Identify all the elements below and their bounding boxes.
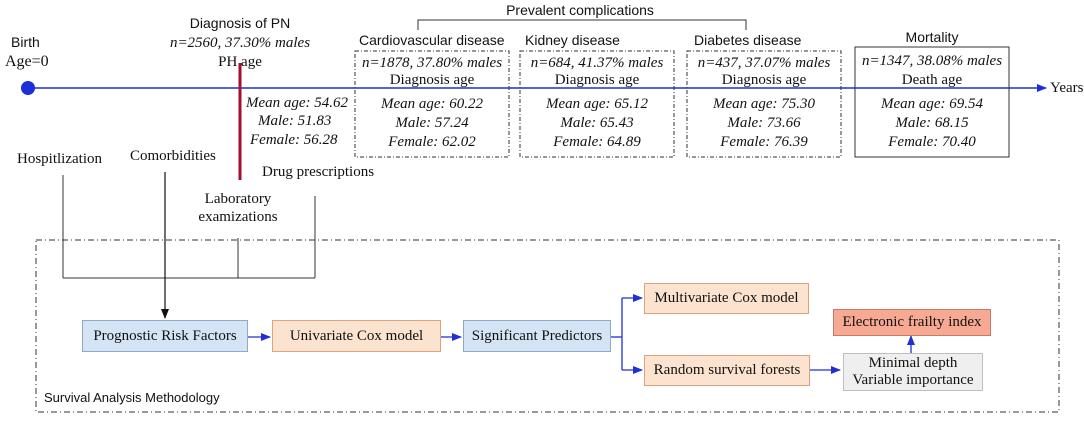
comorbidities-label: Comorbidities xyxy=(130,148,216,164)
kidney-female: Female: 64.89 xyxy=(553,134,641,150)
kidney-name: Kidney disease xyxy=(525,32,620,48)
years-label: Years xyxy=(1050,80,1084,96)
diagnosis-female: Female: 56.28 xyxy=(250,132,338,148)
laboratory-label-line1: Laboratory xyxy=(204,191,272,207)
multivariate-cox-box: Multivariate Cox model xyxy=(644,283,809,314)
cardiovascular-name: Cardiovascular disease xyxy=(359,32,505,48)
drug-prescriptions-label: Drug prescriptions xyxy=(262,164,375,180)
diagnosis-mean: Mean age: 54.62 xyxy=(246,95,349,111)
cardiovascular-cohort: n=1878, 37.80% males xyxy=(361,55,503,71)
electronic-frailty-index-box: Electronic frailty index xyxy=(833,309,991,336)
cardiovascular-male: Male: 57.24 xyxy=(395,115,469,131)
age-zero-label: Age=0 xyxy=(5,53,49,70)
kidney-cohort: n=684, 41.37% males xyxy=(530,55,664,71)
univariate-cox-box: Univariate Cox model xyxy=(272,320,441,352)
diabetes-age-title: Diagnosis age xyxy=(721,72,807,88)
diabetes-cohort: n=437, 37.07% males xyxy=(697,55,831,71)
complications-title: Prevalent complications xyxy=(506,2,654,18)
minimal-depth-box: Minimal depth Variable importance xyxy=(843,353,983,391)
mortality-title: Mortality xyxy=(905,29,959,45)
kidney-box xyxy=(519,50,675,158)
diabetes-mean: Mean age: 75.30 xyxy=(712,96,816,112)
methodology-frame-label: Survival Analysis Methodology xyxy=(44,390,220,405)
mortality-male: Male: 68.15 xyxy=(895,115,969,131)
hospitalization-label: Hospitlization xyxy=(17,151,102,167)
kidney-mean: Mean age: 65.12 xyxy=(545,96,649,112)
mortality-female: Female: 70.40 xyxy=(888,134,976,150)
cardiovascular-age-title: Diagnosis age xyxy=(389,72,475,88)
mortality-mean: Mean age: 69.54 xyxy=(880,96,984,112)
mortality-cohort: n=1347, 38.08% males xyxy=(861,53,1003,69)
laboratory-label-line2: examizations xyxy=(198,209,278,225)
birth-dot xyxy=(21,81,35,95)
random-survival-forests-box: Random survival forests xyxy=(644,355,810,386)
significant-predictors-box: Significant Predictors xyxy=(463,320,611,352)
cardiovascular-female: Female: 62.02 xyxy=(388,134,476,150)
ph-age-label: PH age xyxy=(218,54,262,70)
mortality-box xyxy=(854,46,1010,158)
birth-label: Birth xyxy=(11,34,40,50)
diagnosis-title: Diagnosis of PN xyxy=(189,15,291,31)
minimal-depth-line2: Variable importance xyxy=(852,372,974,388)
complications-bracket xyxy=(417,19,747,30)
prognostic-risk-factors-box: Prognostic Risk Factors xyxy=(82,320,248,352)
diabetes-box xyxy=(686,50,842,158)
methodology-frame xyxy=(35,239,1060,413)
mortality-age-title: Death age xyxy=(901,72,963,88)
diagnosis-cohort: n=2560, 37.30% males xyxy=(169,35,311,51)
cardiovascular-mean: Mean age: 60.22 xyxy=(380,96,484,112)
kidney-age-title: Diagnosis age xyxy=(554,72,640,88)
diabetes-male: Male: 73.66 xyxy=(727,115,801,131)
minimal-depth-line1: Minimal depth xyxy=(868,355,958,371)
diagnosis-male: Male: 51.83 xyxy=(258,113,332,129)
cardiovascular-box xyxy=(354,50,510,158)
kidney-male: Male: 65.43 xyxy=(560,115,634,131)
diabetes-female: Female: 76.39 xyxy=(720,134,808,150)
diabetes-name: Diabetes disease xyxy=(694,32,802,48)
